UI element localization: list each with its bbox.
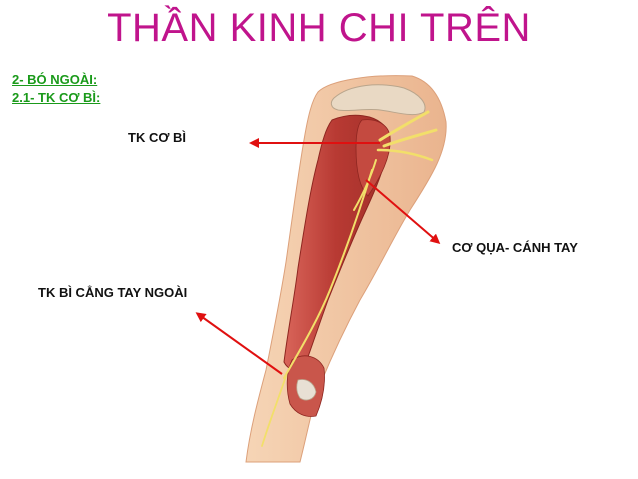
slide-title: THẦN KINH CHI TRÊN bbox=[107, 6, 531, 50]
nerves bbox=[261, 110, 438, 447]
arrow-tk-bi-cang-tay-ngoai bbox=[195, 312, 283, 375]
label-tk-co-bi: TK CƠ BÌ bbox=[128, 130, 187, 145]
shoulder-bone bbox=[330, 84, 426, 116]
elbow-tendon bbox=[296, 379, 317, 401]
arrow-co-qua-canh-tay bbox=[365, 179, 441, 244]
section-heading: 2- BÓ NGOÀI: bbox=[12, 72, 98, 87]
subsection-heading: 2.1- TK CƠ BÌ: bbox=[12, 90, 101, 105]
label-co-qua-canh-tay: CƠ QỤA- CÁNH TAY bbox=[452, 240, 578, 255]
label-tk-bi-cang-tay-ngoai: TK BÌ CẲNG TAY NGOÀI bbox=[38, 285, 188, 300]
